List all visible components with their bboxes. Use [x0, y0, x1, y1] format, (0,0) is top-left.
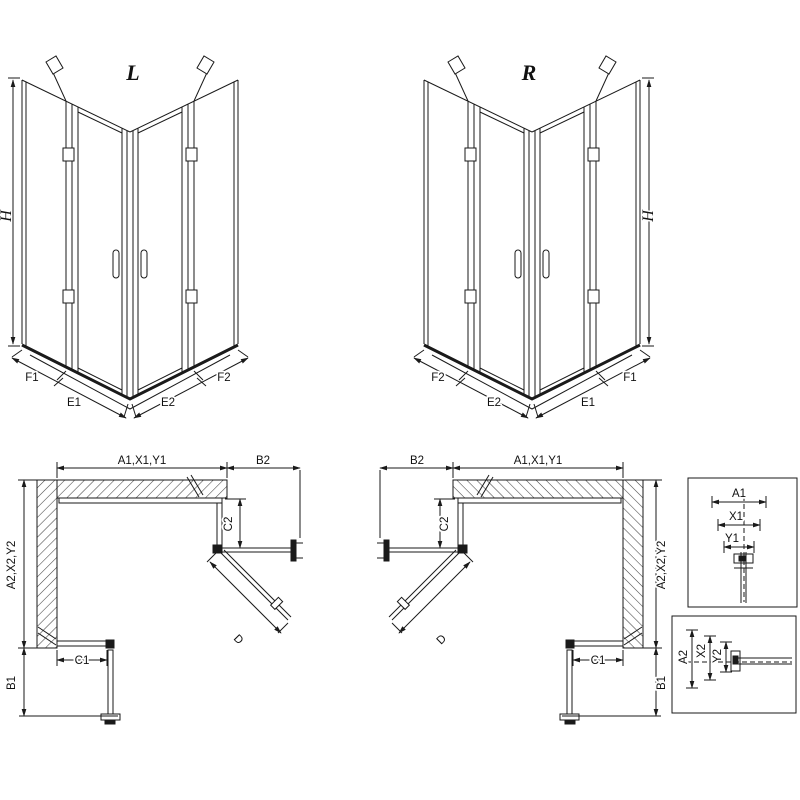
detail-label-y2: Y2	[712, 649, 724, 663]
dim-label-f2: F2	[431, 372, 444, 384]
wall-profile-section	[733, 553, 754, 564]
plan-view-right: B2 A1,X1,Y1 C2 A2,X2,Y2 B1 C1 D	[377, 453, 670, 724]
dim-label-f1: F1	[25, 372, 38, 384]
iso-enclosure-drawing-right	[414, 56, 654, 418]
variant-label-left: L	[125, 60, 139, 85]
detail-frame	[687, 477, 798, 608]
dim-label-b2: B2	[410, 455, 424, 467]
detail-frame	[671, 615, 797, 714]
height-dim-label: H	[0, 209, 15, 223]
dim-label-a1: A1,X1,Y1	[514, 455, 563, 467]
dim-label-b2: B2	[256, 455, 270, 467]
dim-label-f2: F2	[217, 372, 230, 384]
plan-drawing-left	[18, 462, 303, 724]
detail-view-top: A1 X1 Y1	[687, 477, 798, 608]
dim-label-d: D	[231, 633, 245, 647]
iso-view-right: R H F2 E2 E1 F1	[414, 56, 659, 418]
dim-label-f1: F1	[623, 372, 636, 384]
dim-label-c2: C2	[223, 517, 235, 532]
dim-label-e1: E1	[67, 397, 81, 409]
dim-label-a1: A1,X1,Y1	[118, 455, 167, 467]
dim-label-a2: A2,X2,Y2	[6, 541, 18, 590]
detail-label-y1: Y1	[725, 533, 739, 545]
detail-label-a1: A1	[732, 488, 746, 500]
iso-enclosure-drawing-left	[8, 56, 248, 418]
detail-label-a2: A2	[678, 650, 690, 664]
dim-label-e1: E1	[581, 397, 595, 409]
variant-label-right: R	[521, 60, 537, 85]
dim-label-b1: B1	[6, 676, 18, 690]
wall-profile-section	[730, 650, 741, 672]
dim-label-e2: E2	[487, 397, 501, 409]
detail-view-bottom: A2 X2 Y2	[671, 615, 797, 714]
dim-label-a2: A2,X2,Y2	[656, 541, 668, 590]
iso-view-left: L H F1 E1 E2 F2	[0, 56, 248, 418]
plan-drawing-right	[377, 462, 662, 724]
dim-label-d: D	[435, 633, 449, 647]
dim-label-c2: C2	[439, 517, 451, 532]
height-dim-label: H	[640, 209, 657, 223]
detail-label-x2: X2	[696, 644, 708, 658]
plan-view-left: A1,X1,Y1 B2 C2 A2,X2,Y2 B1 C1 D	[4, 453, 303, 724]
detail-label-x1: X1	[729, 511, 743, 523]
dim-label-c1: C1	[75, 655, 90, 667]
dim-label-e2: E2	[161, 397, 175, 409]
dim-label-b1: B1	[656, 676, 668, 690]
dim-label-c1: C1	[591, 655, 606, 667]
